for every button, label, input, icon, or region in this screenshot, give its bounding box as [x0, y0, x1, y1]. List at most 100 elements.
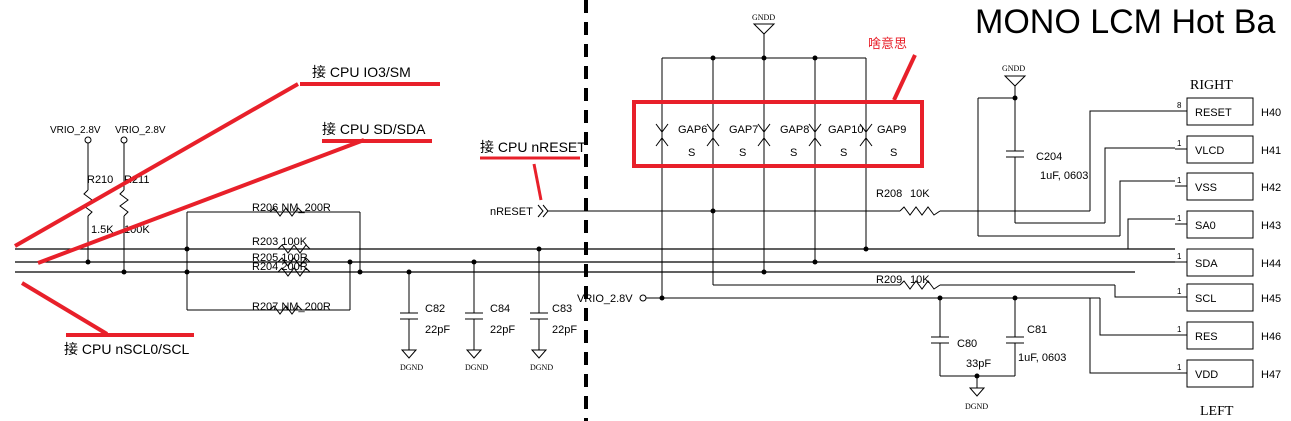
vrio-terminal-mid — [639, 294, 647, 302]
c81-value: 1uF, 0603 — [1018, 352, 1066, 364]
gndd-right-label: GNDD — [1002, 64, 1025, 73]
annotation-arrow-scl — [20, 281, 109, 336]
r207-label: R207 NM_200R — [252, 301, 331, 313]
c84-label: C84 — [490, 303, 510, 315]
route-sa0 — [1110, 218, 1175, 250]
route-res — [1099, 298, 1175, 336]
connector: RESET8H40VLCD1H41VSS1H42SA01H43SDA1H44SC… — [1175, 97, 1281, 388]
connector-header-label: H47 — [1261, 369, 1281, 381]
connector-header-label: H45 — [1261, 293, 1281, 305]
gap7-label: GAP7 — [729, 124, 758, 136]
r208-label: R208 — [876, 188, 902, 200]
capacitor-c80 — [931, 295, 949, 376]
capacitor-c84 — [465, 259, 483, 359]
annotation-question: 啥意思 — [868, 36, 907, 52]
resistor-r208 — [899, 206, 941, 216]
capacitor-c83 — [530, 246, 548, 359]
c84-value: 22pF — [490, 324, 515, 336]
connector-pin-reset — [1186, 97, 1254, 126]
r208-value: 10K — [910, 188, 930, 200]
c83-value: 22pF — [552, 324, 577, 336]
connector-pin-label: VDD — [1195, 369, 1218, 381]
annotation-arrow-sda — [37, 138, 365, 265]
capacitor-c81 — [1006, 295, 1024, 376]
annotation-nreset: 接 CPU nRESET — [480, 139, 586, 155]
vrio-terminal-b — [120, 136, 128, 144]
connector-header-label: H44 — [1261, 258, 1281, 270]
gap6-label: GAP6 — [678, 124, 707, 136]
connector-pin-label: RES — [1195, 331, 1218, 343]
resistor-r211 — [119, 189, 129, 217]
route-vlcd — [1104, 147, 1175, 223]
connector-header-label: H46 — [1261, 331, 1281, 343]
route-reset — [1089, 110, 1175, 211]
connector-pin-number: 1 — [1177, 363, 1182, 372]
connector-pin-number: 8 — [1177, 101, 1182, 110]
vrio-label-a: VRIO_2.8V — [50, 125, 101, 136]
annotation-arrow-question — [892, 54, 917, 101]
vrio-label-b: VRIO_2.8V — [115, 125, 166, 136]
connector-pin-number: 1 — [1177, 176, 1182, 185]
connector-left-label: LEFT — [1200, 404, 1234, 419]
gndd-right-symbol — [1003, 75, 1027, 87]
gap-array — [655, 55, 873, 301]
connector-pin-label: RESET — [1195, 107, 1232, 119]
connector-pin-vdd — [1186, 359, 1254, 388]
r209-label: R209 — [876, 274, 902, 286]
connector-pin-label: VSS — [1195, 182, 1217, 194]
r203-label: R203 100K — [252, 236, 308, 248]
connector-header-label: H42 — [1261, 182, 1281, 194]
c81-label: C81 — [1027, 324, 1047, 336]
r206-label: R206 NM_200R — [252, 202, 331, 214]
dgnd-c83: DGND — [530, 363, 553, 372]
connector-pin-label: VLCD — [1195, 145, 1224, 157]
gap6-pin: S — [688, 147, 695, 159]
gap10-pin: S — [840, 147, 847, 159]
connector-pin-label: SDA — [1195, 258, 1218, 270]
annotation-scl: 接 CPU nSCL0/SCL — [64, 341, 189, 357]
connector-pin-number: 1 — [1177, 214, 1182, 223]
connector-pin-number: 1 — [1177, 287, 1182, 296]
gap8-label: GAP8 — [780, 124, 809, 136]
c204-label: C204 — [1036, 151, 1062, 163]
annotation-arrow-io3 — [14, 82, 299, 248]
r210-value: 1.5K — [91, 224, 114, 236]
c204-value: 1uF, 0603 — [1040, 170, 1088, 182]
gndd-top-symbol — [752, 23, 776, 35]
c82-value: 22pF — [425, 324, 450, 336]
connector-header-label: H40 — [1261, 107, 1281, 119]
page-title: MONO LCM Hot Ba — [975, 3, 1275, 41]
connector-pin-label: SCL — [1195, 293, 1216, 305]
annotation-arrow-nreset — [532, 163, 543, 201]
route-vdd — [1089, 298, 1175, 374]
c80-value: 33pF — [966, 358, 991, 370]
connector-header-label: H41 — [1261, 145, 1281, 157]
connector-pin-number: 1 — [1177, 139, 1182, 148]
nreset-net-label: nRESET — [490, 206, 533, 218]
gap10-label: GAP10 — [828, 124, 863, 136]
connector-pin-number: 1 — [1177, 252, 1182, 261]
gap9-label: GAP9 — [877, 124, 906, 136]
r205-label: R205 100R — [252, 252, 308, 264]
annotation-sda: 接 CPU SD/SDA — [322, 121, 426, 137]
gap9-pin: S — [890, 147, 897, 159]
annotation-highlight-box — [632, 100, 924, 168]
connector-right-label: RIGHT — [1190, 78, 1233, 93]
dgnd-c84: DGND — [465, 363, 488, 372]
connector-pin-res — [1186, 321, 1254, 350]
vrio-label-mid: VRIO_2.8V — [577, 293, 633, 305]
resistor-r209 — [899, 280, 941, 290]
connector-pin-number: 1 — [1177, 325, 1182, 334]
connector-pin-vss — [1186, 172, 1254, 201]
dgnd-c82: DGND — [400, 363, 423, 372]
dgnd-bottom-symbol — [968, 387, 986, 397]
r210-label: R210 — [87, 174, 113, 186]
c82-label: C82 — [425, 303, 445, 315]
c83-label: C83 — [552, 303, 572, 315]
route-scl — [1114, 285, 1175, 298]
dgnd-bottom-label: DGND — [965, 402, 988, 411]
capacitor-c82 — [400, 269, 418, 359]
gap7-pin: S — [739, 147, 746, 159]
connector-pin-label: SA0 — [1195, 220, 1216, 232]
